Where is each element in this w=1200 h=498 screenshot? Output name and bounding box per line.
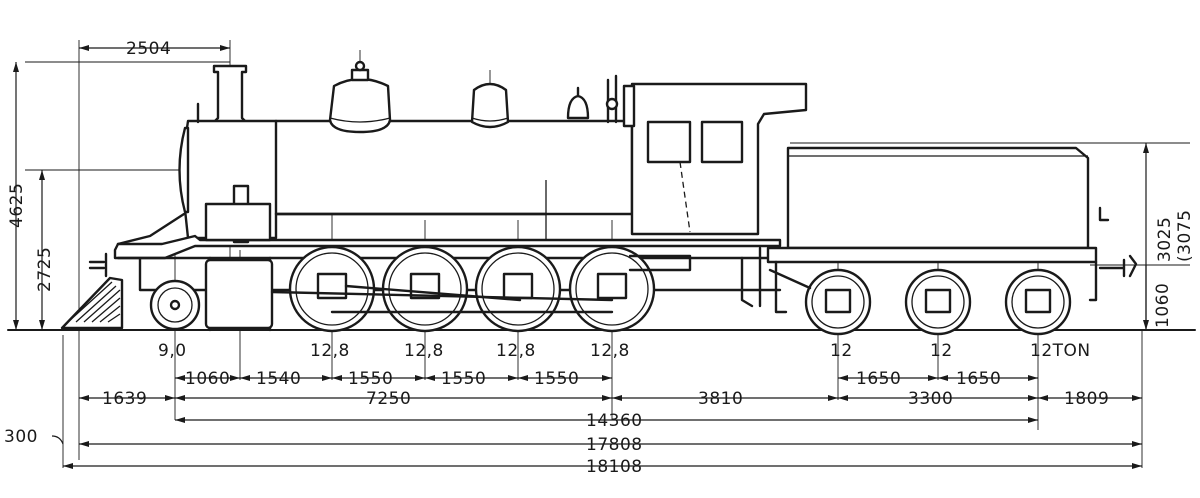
sand-dome <box>470 82 510 129</box>
dim-label-1060-vertical: 1060 <box>1153 283 1173 328</box>
tender-tank <box>786 146 1090 250</box>
smokebox-door <box>178 126 190 214</box>
tender-wheel <box>804 268 872 336</box>
driving-wheel <box>474 245 562 333</box>
dim-label-1650: 1650 <box>856 369 901 389</box>
dim-label-1550: 1550 <box>348 369 393 389</box>
dim-label-3075: (3075 <box>1175 210 1195 262</box>
axle-load-label: 12,8 <box>590 341 630 361</box>
dim-label-300: 300 <box>4 427 38 447</box>
dim-label-1650: 1650 <box>956 369 1001 389</box>
locomotive <box>60 60 808 333</box>
dimension-labels: 2504 4625 2725 3025 (3075 1060 300 9,0 1… <box>4 39 1195 477</box>
dim-label-1550: 1550 <box>534 369 579 389</box>
cab-window <box>700 120 744 164</box>
dim-label-1809: 1809 <box>1064 389 1109 409</box>
axle-load-label: 12TON <box>1030 341 1091 361</box>
side-rod <box>270 290 614 302</box>
axle-load-label: 9,0 <box>158 341 187 361</box>
dim-label-1540: 1540 <box>256 369 301 389</box>
dim-label-7250: 7250 <box>366 389 411 409</box>
dim-label-17808: 17808 <box>586 435 643 455</box>
axle-load-label: 12,8 <box>310 341 350 361</box>
dim-label-14360: 14360 <box>586 411 643 431</box>
cylinder <box>204 258 274 330</box>
axle-load-label: 12,8 <box>404 341 444 361</box>
tender-wheel <box>1004 268 1072 336</box>
safety-valve <box>566 94 590 120</box>
driving-wheel <box>568 245 656 333</box>
smokestack <box>210 64 250 126</box>
driving-wheel <box>288 245 376 333</box>
dim-label-4625: 4625 <box>7 183 27 228</box>
dim-label-3025: 3025 <box>1155 217 1175 262</box>
dim-label-1639: 1639 <box>102 389 147 409</box>
pony-truck-wheel <box>149 279 201 331</box>
axle-load-label: 12 <box>830 341 853 361</box>
pilot <box>60 276 124 330</box>
dim-label-3300: 3300 <box>908 389 953 409</box>
dim-label-18108: 18108 <box>586 457 643 477</box>
dimension-lines <box>13 45 1149 469</box>
dim-label-1550: 1550 <box>441 369 486 389</box>
tender <box>766 146 1138 336</box>
steam-dome <box>328 77 392 134</box>
axle-load-label: 12,8 <box>496 341 536 361</box>
axle-load-label: 12 <box>930 341 953 361</box>
dim-label-2504: 2504 <box>126 39 171 59</box>
tender-wheel <box>904 268 972 336</box>
cab-window <box>646 120 692 164</box>
dim-label-1060: 1060 <box>185 369 230 389</box>
tender-frame <box>766 246 1098 264</box>
dim-label-2725: 2725 <box>35 247 55 292</box>
dim-label-3810: 3810 <box>698 389 743 409</box>
